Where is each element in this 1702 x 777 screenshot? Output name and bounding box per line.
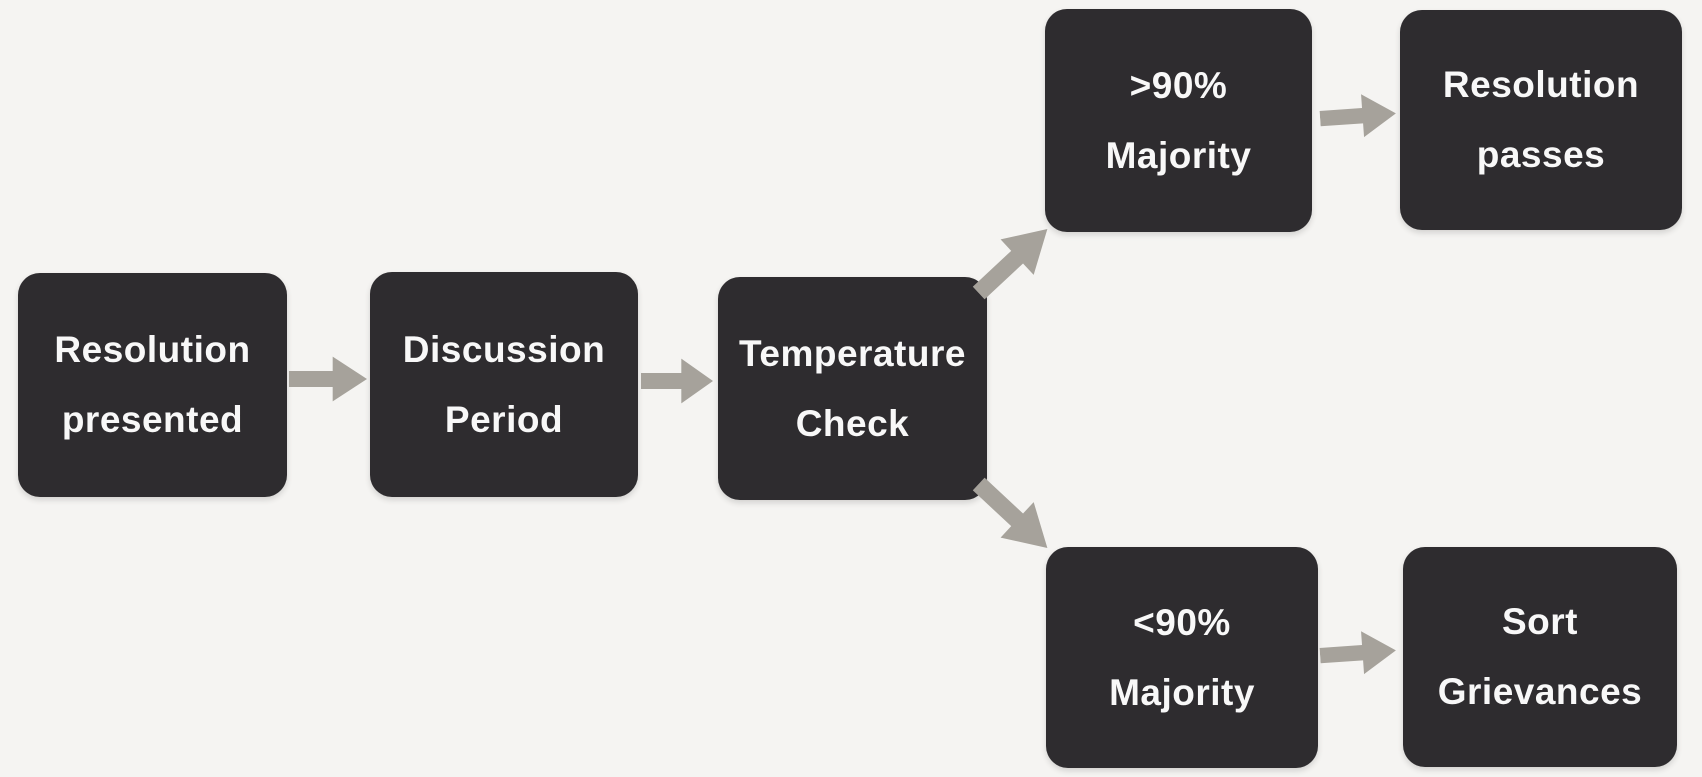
connector-temperature-check-to-lt90-majority	[961, 465, 1065, 567]
node-resolution-presented: Resolution presented	[18, 273, 287, 497]
arrow-right-icon	[289, 356, 367, 402]
node-temperature-check-label: Temperature Check	[739, 332, 966, 444]
node-gt90-majority: >90% Majority	[1045, 9, 1312, 232]
arrow-right-icon	[1319, 94, 1396, 138]
arrow-right-icon	[641, 358, 713, 404]
connector-temperature-check-to-gt90-majority	[961, 210, 1065, 312]
node-sort-grievances: Sort Grievances	[1403, 547, 1677, 767]
node-lt90-majority-label: <90% Majority	[1109, 601, 1255, 713]
node-discussion-period-label: Discussion Period	[402, 328, 606, 440]
connector-lt90-majority-to-sort-grievances	[1318, 627, 1397, 678]
node-gt90-majority-label: >90% Majority	[1105, 64, 1252, 176]
node-resolution-presented-label: Resolution presented	[54, 329, 251, 440]
arrow-up-right-icon	[972, 228, 1048, 300]
node-discussion-period: Discussion Period	[370, 272, 638, 497]
node-resolution-passes: Resolution passes	[1400, 10, 1682, 230]
node-temperature-check: Temperature Check	[718, 277, 987, 500]
node-resolution-passes-label: Resolution passes	[1442, 64, 1640, 175]
connector-discussion-period-to-temperature-check	[641, 357, 713, 405]
connector-resolution-presented-to-discussion-period	[289, 355, 367, 403]
arrow-down-right-icon	[972, 477, 1048, 549]
arrow-right-icon	[1319, 631, 1396, 675]
node-lt90-majority: <90% Majority	[1046, 547, 1318, 768]
connector-gt90-majority-to-resolution-passes	[1318, 90, 1397, 141]
node-sort-grievances-label: Sort Grievances	[1437, 601, 1643, 712]
